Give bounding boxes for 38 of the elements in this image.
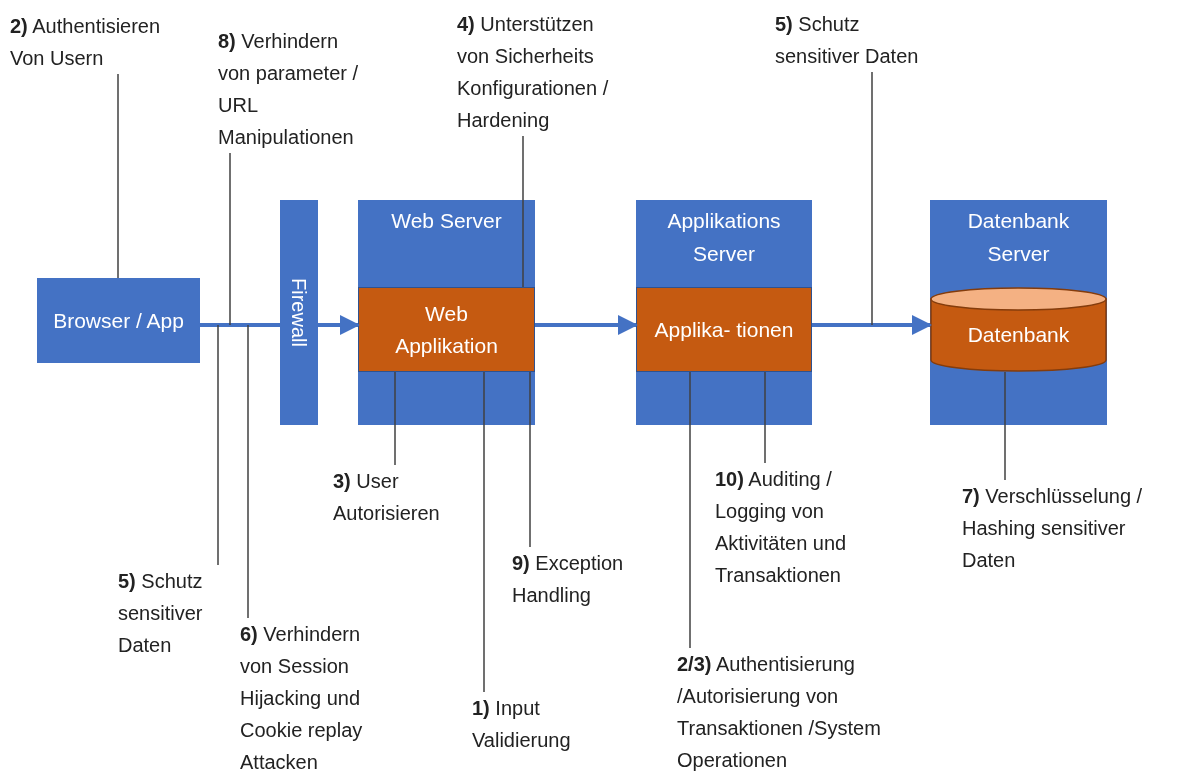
server-label: Web Server	[390, 208, 503, 234]
annotation-text: 9) Exception Handling	[512, 547, 662, 611]
annotation-text: 8) Verhindern von parameter / URL Manipulationen	[218, 25, 368, 153]
server-box	[636, 200, 812, 425]
leader-line	[1004, 371, 1006, 481]
annotation-text: 2) Authentisieren Von Usern	[10, 10, 170, 74]
component-box: Applika- tionen	[636, 287, 812, 372]
leader-line	[117, 73, 119, 279]
annotation-text: 4) Unterstützen von Sicherheits Konfigurationen / Hardening	[457, 8, 617, 136]
leader-line	[217, 324, 219, 566]
leader-line	[689, 371, 691, 649]
arrow	[812, 315, 932, 335]
leader-line	[764, 371, 766, 464]
leader-line	[529, 371, 531, 548]
arrow	[318, 315, 360, 335]
annotation-text: 5) Schutz sensitiver Daten	[118, 565, 228, 661]
annotation-text: 3) User Autorisieren	[333, 465, 483, 529]
arrow	[535, 315, 638, 335]
server-label: Datenbank Server	[966, 208, 1071, 267]
leader-line	[522, 135, 524, 288]
component-box: Browser / App	[37, 278, 200, 363]
annotation-text: 2/3) Authentisierung /Autorisierung von Transaktionen /System Operationen	[677, 648, 927, 776]
annotation-text: 7) Verschlüsselung / Hashing sensitiver Daten	[962, 480, 1147, 576]
annotation-text: 10) Auditing / Logging von Aktivitäten und Transaktionen	[715, 463, 905, 591]
annotation-text: 5) Schutz sensitiver Daten	[775, 8, 925, 72]
leader-line	[394, 371, 396, 466]
annotation-text: 6) Verhindern von Session Hijacking und Cookie replay Attacken	[240, 618, 390, 778]
component-box: Web Applikation	[358, 287, 535, 372]
server-box	[358, 200, 535, 425]
server-label: Applikations Server	[666, 208, 782, 267]
leader-line	[871, 71, 873, 326]
leader-line	[229, 152, 231, 326]
annotation-text: 1) Input Validierung	[472, 692, 612, 756]
leader-line	[483, 371, 485, 693]
leader-line	[247, 324, 249, 619]
server-box	[930, 200, 1107, 425]
database-label: Datenbank	[966, 322, 1071, 348]
firewall-bar: Firewall	[280, 200, 318, 425]
